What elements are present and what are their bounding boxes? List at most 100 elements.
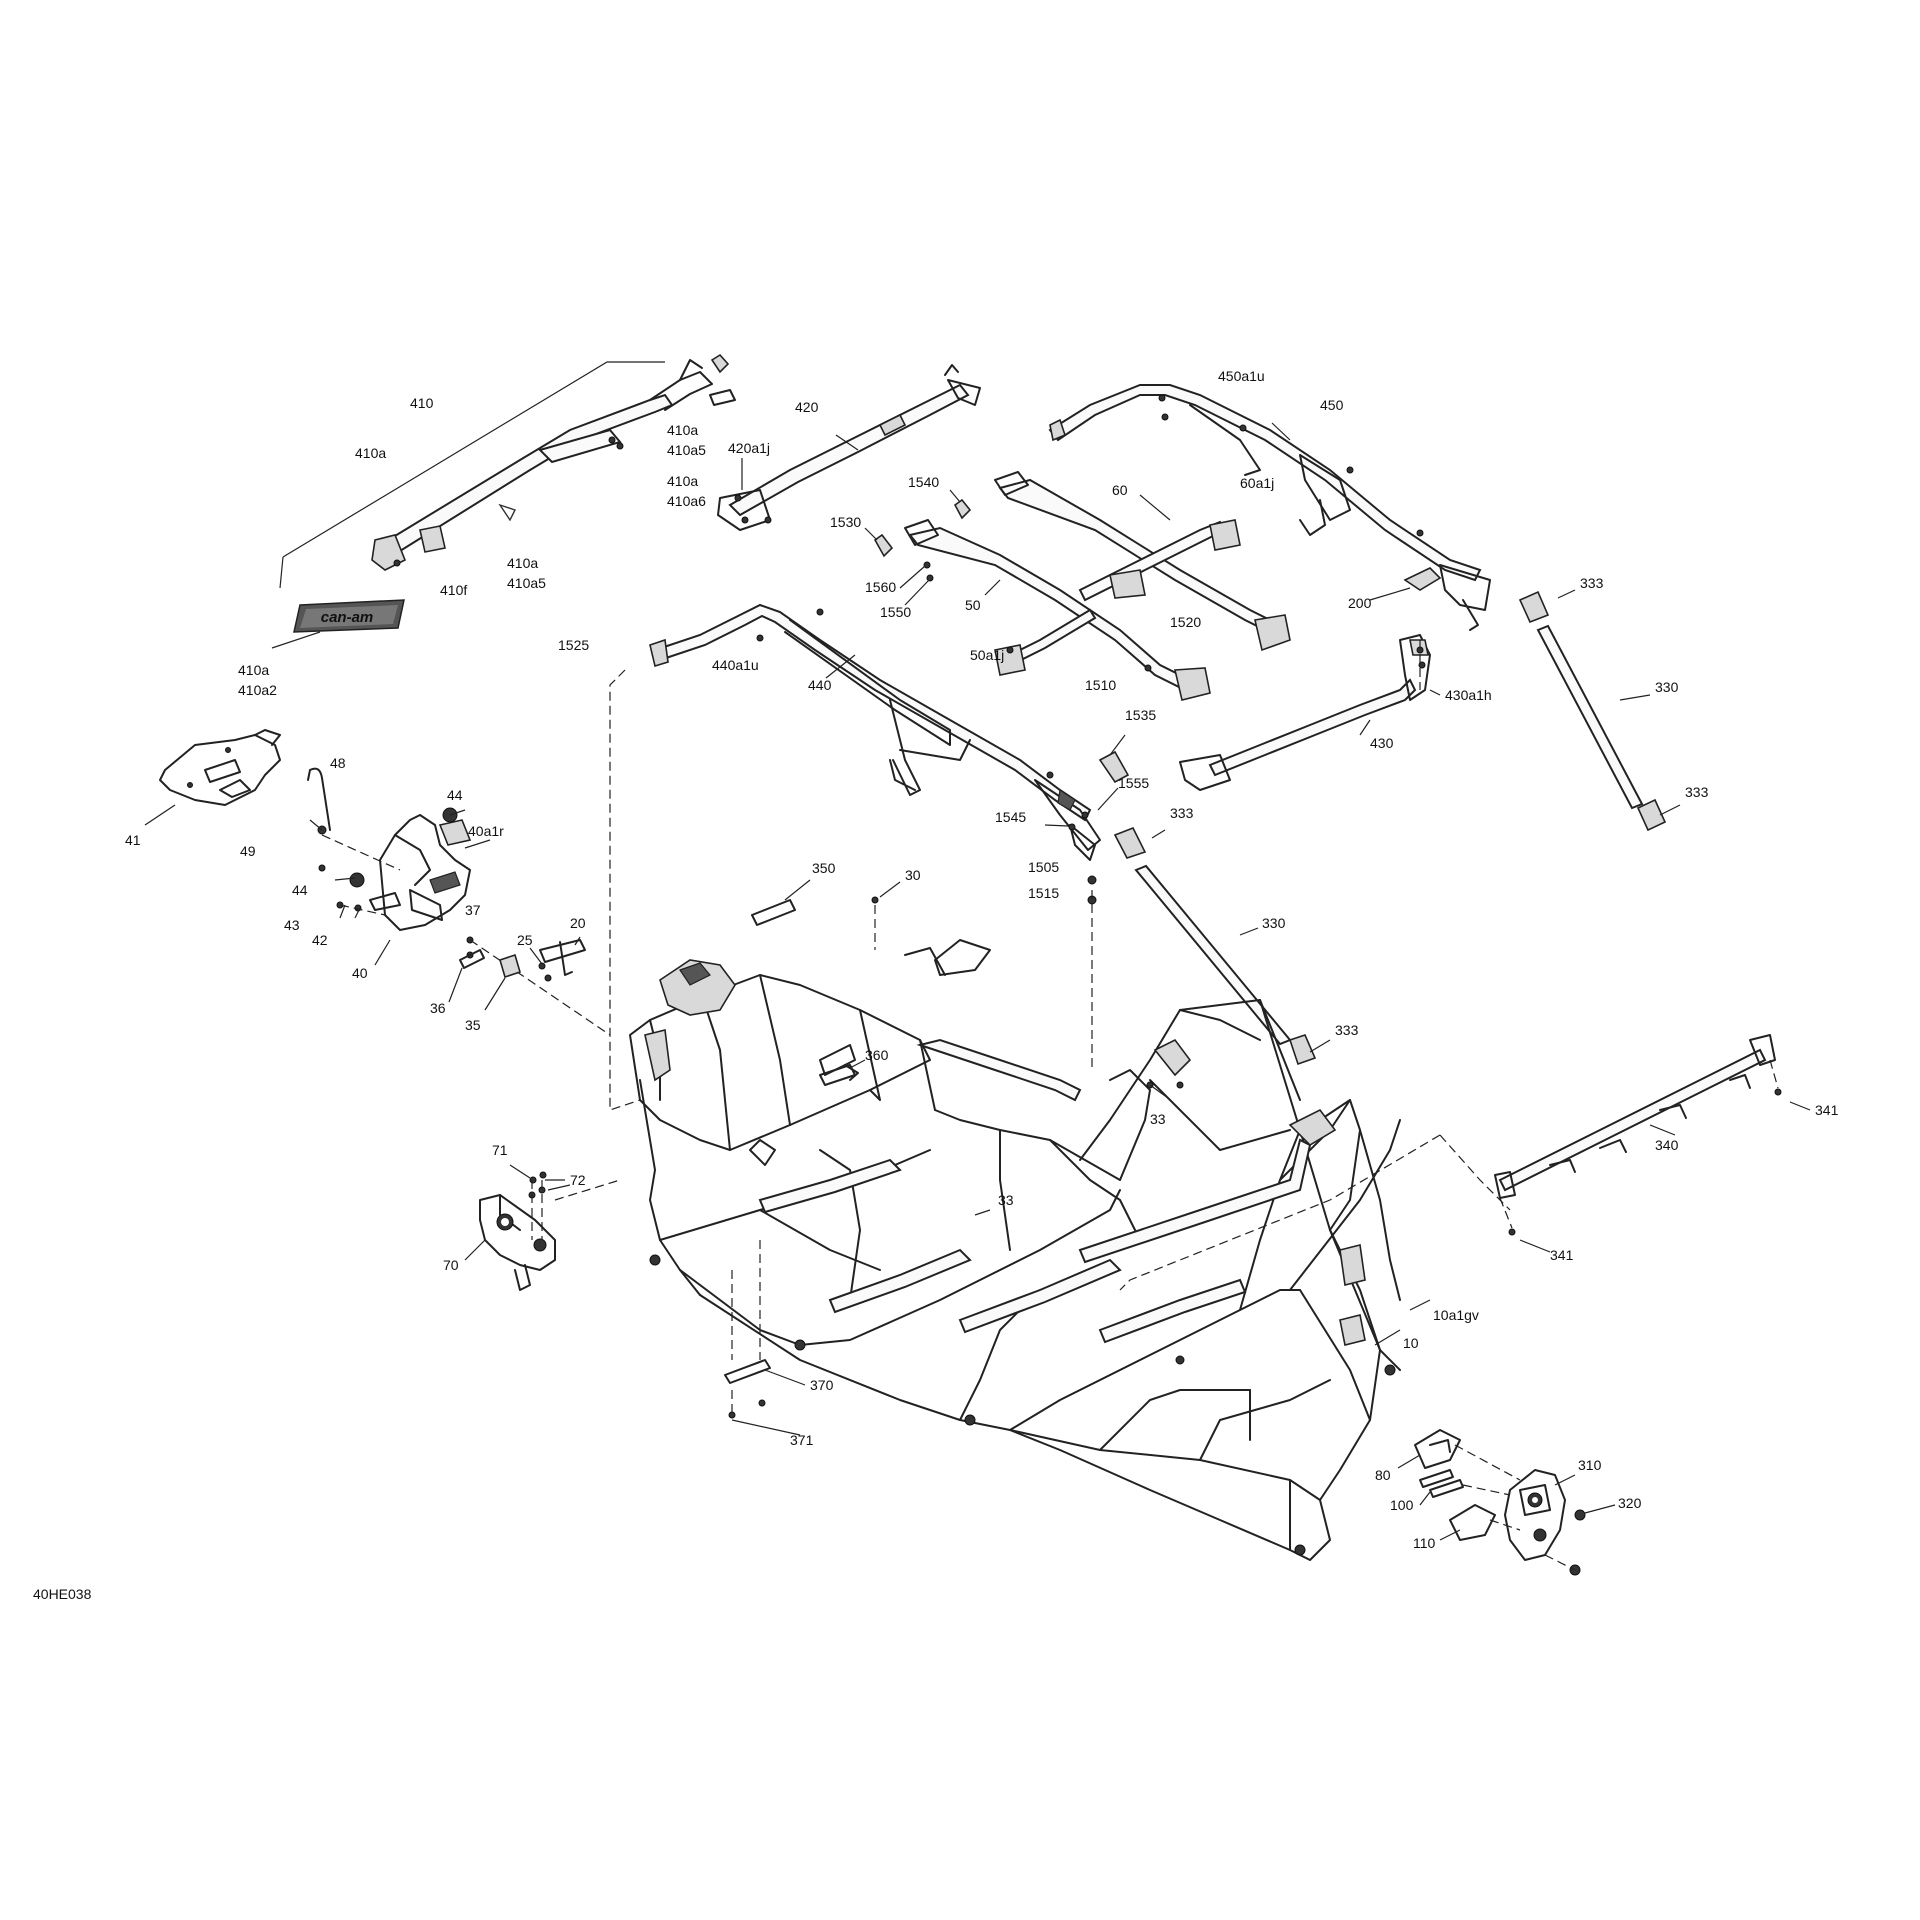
label-1505: 1505 <box>1028 859 1059 875</box>
part-430-rear-cross <box>1179 634 1441 791</box>
label-410a2: 410a2 <box>238 682 277 698</box>
part-330-front-tube <box>1113 826 1331 1066</box>
part-100-shim <box>1419 1469 1511 1506</box>
part-50-front-bar <box>904 519 1211 701</box>
part-330-rear-tube <box>1518 589 1681 832</box>
label-330-a: 330 <box>1655 679 1679 695</box>
part-450-rear-bar <box>1048 384 1491 631</box>
fastener-371 <box>728 1390 801 1436</box>
label-37: 37 <box>465 902 481 918</box>
label-340: 340 <box>1655 1137 1679 1153</box>
label-44-b: 44 <box>292 882 308 898</box>
label-333-b: 333 <box>1685 784 1709 800</box>
label-333-c: 333 <box>1170 805 1194 821</box>
brand-decal-text: can-am <box>321 609 374 626</box>
part-10-main-frame <box>629 939 1431 1561</box>
label-40a1r: 40a1r <box>468 823 504 839</box>
label-33-b: 33 <box>998 1192 1014 1208</box>
label-48: 48 <box>330 755 346 771</box>
label-43: 43 <box>284 917 300 933</box>
label-350: 350 <box>812 860 836 876</box>
part-80-plate <box>1397 1429 1521 1481</box>
label-44-a: 44 <box>447 787 463 803</box>
part-360-bracket <box>819 1059 866 1086</box>
label-1515: 1515 <box>1028 885 1059 901</box>
part-200-pad <box>1369 567 1442 601</box>
label-410a-3: 410a <box>507 555 538 571</box>
part-340-rear-tube <box>1494 1034 1811 1253</box>
part-420-cross-bar <box>717 364 981 531</box>
label-371: 371 <box>790 1432 814 1448</box>
label-341-a: 341 <box>1815 1102 1839 1118</box>
part-1540-bracket <box>949 489 972 520</box>
part-41-guard <box>144 729 281 826</box>
label-310: 310 <box>1578 1457 1602 1473</box>
fasteners-35-36-25-20 <box>448 936 586 1011</box>
label-1545: 1545 <box>995 809 1026 825</box>
part-350-bracket <box>751 879 811 926</box>
dashed-guides <box>609 669 1511 1291</box>
label-1525: 1525 <box>558 637 589 653</box>
label-1560: 1560 <box>865 579 896 595</box>
part-440-front-bar <box>649 603 1101 861</box>
label-1555: 1555 <box>1118 775 1149 791</box>
label-72: 72 <box>570 1172 586 1188</box>
label-30: 30 <box>905 867 921 883</box>
label-1540: 1540 <box>908 474 939 490</box>
label-410a-top: 410a <box>355 445 386 461</box>
part-60-center-bar <box>994 471 1291 652</box>
label-71: 71 <box>492 1142 508 1158</box>
label-1510: 1510 <box>1085 677 1116 693</box>
label-410a5-2: 410a5 <box>507 575 546 591</box>
label-1550: 1550 <box>880 604 911 620</box>
label-200: 200 <box>1348 595 1372 611</box>
label-341-b: 341 <box>1550 1247 1574 1263</box>
label-410f: 410f <box>440 582 467 598</box>
label-410a5-1: 410a5 <box>667 442 706 458</box>
label-410a-4: 410a <box>238 662 269 678</box>
label-1530: 1530 <box>830 514 861 530</box>
diagram-code: 40HE038 <box>33 1586 92 1602</box>
label-41: 41 <box>125 832 141 848</box>
part-410-roll-bar <box>279 353 736 589</box>
label-333-d: 333 <box>1335 1022 1359 1038</box>
label-70: 70 <box>443 1257 459 1273</box>
part-40-bracket <box>307 767 611 1036</box>
label-80: 80 <box>1375 1467 1391 1483</box>
fasteners-1545-1555 <box>1044 787 1119 1070</box>
label-450a1u: 450a1u <box>1218 368 1265 384</box>
label-440a1u: 440a1u <box>712 657 759 673</box>
label-430: 430 <box>1370 735 1394 751</box>
label-10: 10 <box>1403 1335 1419 1351</box>
part-310-mount <box>1504 1469 1616 1576</box>
label-430a1h: 430a1h <box>1445 687 1492 703</box>
label-420a1j: 420a1j <box>728 440 770 456</box>
label-420: 420 <box>795 399 819 415</box>
label-110: 110 <box>1413 1535 1436 1551</box>
label-440: 440 <box>808 677 832 693</box>
label-20: 20 <box>570 915 586 931</box>
label-330-b: 330 <box>1262 915 1286 931</box>
label-36: 36 <box>430 1000 446 1016</box>
label-410a-2: 410a <box>667 473 698 489</box>
part-1530-bracket <box>864 527 894 558</box>
label-50: 50 <box>965 597 981 613</box>
label-35: 35 <box>465 1017 481 1033</box>
part-110-plate <box>1439 1504 1576 1571</box>
label-50a1j: 50a1j <box>970 647 1004 663</box>
part-labels: 410 410a 410a 410a5 410a 410a6 410a 410a… <box>33 368 1839 1602</box>
part-410a2-decal: can-am <box>271 599 405 649</box>
label-360: 360 <box>865 1047 889 1063</box>
part-370-plate <box>724 1240 806 1386</box>
label-410a6: 410a6 <box>667 493 706 509</box>
label-25: 25 <box>517 932 533 948</box>
label-450: 450 <box>1320 397 1344 413</box>
label-1535: 1535 <box>1125 707 1156 723</box>
label-60a1j: 60a1j <box>1240 475 1274 491</box>
part-1535-pad <box>1098 734 1130 784</box>
label-40: 40 <box>352 965 368 981</box>
label-60: 60 <box>1112 482 1128 498</box>
label-410a-1: 410a <box>667 422 698 438</box>
label-100: 100 <box>1390 1497 1414 1513</box>
